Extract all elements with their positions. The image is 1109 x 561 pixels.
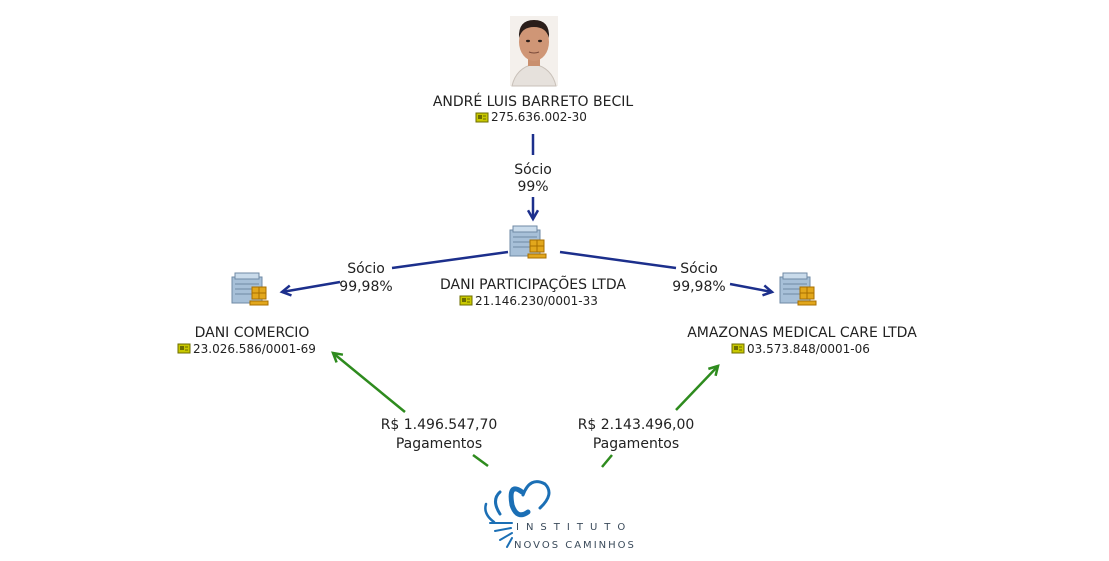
building-icon: [231, 272, 269, 306]
node-name: AMAZONAS MEDICAL CARE LTDA: [687, 325, 917, 341]
edge-holding-to-dani-comercio: Sócio 99,98%: [279, 250, 509, 297]
edge-instituto-to-dani-comercio: R$ 1.496.547,70 Pagamentos: [331, 351, 498, 468]
edge-label-amount: R$ 1.496.547,70: [381, 417, 498, 433]
edge-label-socio: Sócio: [514, 162, 552, 178]
logo-line-1: INSTITUTO: [516, 522, 632, 533]
edge-label-payments: Pagamentos: [396, 436, 482, 452]
edge-person-to-holding: Sócio 99%: [514, 134, 552, 222]
node-id: 275.636.002-30: [491, 110, 587, 124]
node-person[interactable]: ANDRÉ LUIS BARRETO BECIL 275.636.002-30: [433, 16, 634, 124]
building-icon: [779, 272, 817, 306]
edge-label-payments: Pagamentos: [593, 436, 679, 452]
edge-label-percent: 99,98%: [339, 279, 392, 295]
building-icon: [509, 225, 547, 259]
id-card-icon: [177, 343, 191, 354]
node-dani-participacoes[interactable]: DANI PARTICIPAÇÕES LTDA 21.146.230/0001-…: [440, 225, 626, 308]
id-card-icon: [475, 112, 489, 123]
node-id: 03.573.848/0001-06: [747, 342, 870, 356]
node-name: DANI COMERCIO: [195, 325, 310, 341]
node-id: 21.146.230/0001-33: [475, 294, 598, 308]
id-card-icon: [459, 295, 473, 306]
node-instituto-novos-caminhos[interactable]: INSTITUTO NOVOS CAMINHOS: [484, 480, 636, 551]
edge-label-percent: 99%: [517, 179, 548, 195]
edge-label-socio: Sócio: [680, 261, 718, 277]
node-name: ANDRÉ LUIS BARRETO BECIL: [433, 93, 634, 110]
node-dani-comercio[interactable]: DANI COMERCIO 23.026.586/0001-69: [177, 272, 316, 356]
edge-label-amount: R$ 2.143.496,00: [578, 417, 695, 433]
edge-label-socio: Sócio: [347, 261, 385, 277]
person-photo-icon: [510, 16, 558, 87]
node-name: DANI PARTICIPAÇÕES LTDA: [440, 276, 626, 293]
node-id: 23.026.586/0001-69: [193, 342, 316, 356]
edge-label-percent: 99,98%: [672, 279, 725, 295]
edge-holding-to-amazonas: Sócio 99,98%: [559, 250, 775, 297]
logo-line-2: NOVOS CAMINHOS: [514, 540, 636, 551]
node-amazonas-medical-care[interactable]: AMAZONAS MEDICAL CARE LTDA 03.573.848/00…: [687, 272, 917, 356]
id-card-icon: [731, 343, 745, 354]
instituto-logo-icon: [484, 480, 551, 548]
edge-instituto-to-amazonas: R$ 2.143.496,00 Pagamentos: [578, 364, 720, 468]
